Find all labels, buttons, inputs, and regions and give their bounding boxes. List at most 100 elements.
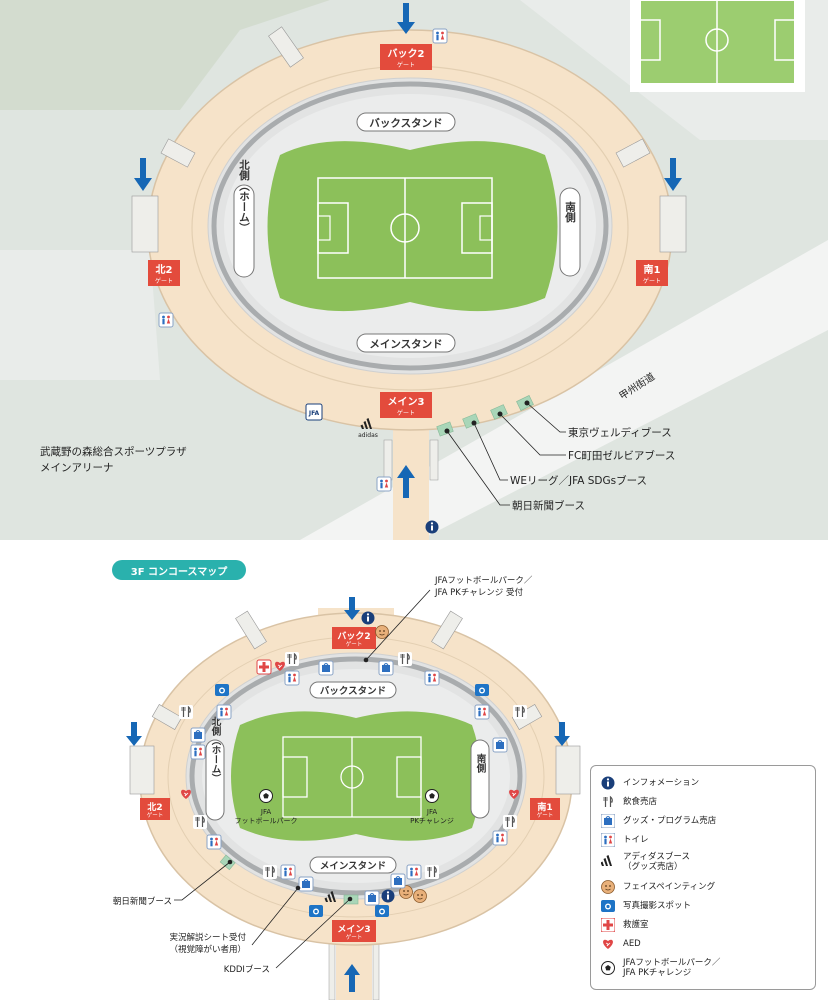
- svg-text:ゲート: ゲート: [147, 811, 164, 819]
- arrow-icon: [126, 722, 142, 746]
- north-stand-label-3f: 北側（ホーム）: [210, 716, 223, 783]
- toilet-icon: [190, 744, 206, 760]
- face-paint-icon: [413, 889, 427, 903]
- svg-text:バック2: バック2: [388, 48, 425, 60]
- toilet-icon: [492, 830, 508, 846]
- toilet-icon: [432, 28, 448, 44]
- green-area: [0, 0, 330, 110]
- callout-commentary-2: （視覚障がい者用）: [169, 944, 246, 955]
- gate-south1-3f[interactable]: 南1 ゲート: [530, 798, 560, 820]
- soccer-ball-icon: [425, 789, 439, 803]
- legend-item: JFAフットボールパーク／ JFA PKチャレンジ: [601, 958, 720, 978]
- legend-item: グッズ・プログラム売店: [601, 814, 716, 828]
- svg-text:ゲート: ゲート: [643, 277, 661, 285]
- gate-south1[interactable]: 南1 ゲート: [636, 260, 668, 286]
- svg-text:バック2: バック2: [337, 631, 370, 642]
- south-stand-label-3f: 南側: [475, 753, 488, 774]
- arrow-icon: [397, 3, 415, 34]
- booth-asahi: 朝日新聞ブース: [512, 499, 585, 512]
- field-park-label-2: フットボールパーク: [235, 817, 298, 825]
- camera-icon: [309, 905, 323, 917]
- info-icon: [361, 611, 375, 625]
- field-park-label-1: JFA: [260, 808, 271, 816]
- gate-main3-3f[interactable]: メイン3 ゲート: [332, 920, 376, 942]
- gate-main3[interactable]: メイン3 ゲート: [380, 392, 432, 418]
- svg-text:南1: 南1: [537, 801, 552, 813]
- legend-item: 救護室: [601, 918, 649, 932]
- goods-icon: [318, 660, 334, 676]
- jfa-icon: JFA: [305, 403, 323, 421]
- toilet-icon: [284, 670, 300, 686]
- first-aid-icon: [601, 918, 615, 932]
- svg-text:ゲート: ゲート: [397, 61, 415, 69]
- svg-text:JFA: JFA: [308, 410, 320, 417]
- svg-text:北2: 北2: [156, 263, 173, 276]
- venue-name-line1: 武蔵野の森総合スポーツプラザ: [40, 445, 187, 458]
- legend-item: AED: [601, 937, 641, 951]
- face-paint-icon: [375, 625, 389, 639]
- goods-icon: [492, 737, 508, 753]
- overview-map: バックスタンド メインスタンド 北側（ホーム） 南側 バック2 ゲート 北2 ゲ…: [0, 0, 828, 540]
- toilet-icon: [424, 670, 440, 686]
- toilet-icon: [216, 704, 232, 720]
- goods-icon: [298, 876, 314, 892]
- svg-text:ゲート: ゲート: [397, 409, 415, 417]
- svg-text:北2: 北2: [147, 801, 162, 813]
- booth-zelvia: FC町田ゼルビアブース: [568, 449, 675, 462]
- goods-icon: [190, 727, 206, 743]
- callout-asahi: 朝日新聞ブース: [113, 896, 172, 907]
- pitch-grass: [267, 141, 558, 312]
- legend-item: 飲食売店: [601, 795, 657, 809]
- aed-icon: [602, 939, 614, 950]
- callout-kddi: KDDIブース: [224, 964, 270, 975]
- food-icon: [262, 864, 278, 880]
- toilet-icon: [280, 864, 296, 880]
- venue-name-line2: メインアリーナ: [40, 462, 114, 474]
- arrow-icon: [134, 158, 152, 191]
- adidas-icon: [601, 855, 612, 866]
- toilet-icon: [406, 864, 422, 880]
- svg-text:南1: 南1: [644, 263, 661, 276]
- camera-icon: [375, 905, 389, 917]
- callout-commentary-1: 実況解説シート受付: [169, 932, 246, 943]
- callout-park-1: JFAフットボールパーク／: [434, 576, 533, 586]
- toilet-icon: [206, 834, 222, 850]
- gate-north2[interactable]: 北2 ゲート: [148, 260, 180, 286]
- toilet-icon: [158, 312, 174, 328]
- info-icon: [381, 889, 395, 903]
- goods-icon: [390, 873, 406, 889]
- back-stand-label: バックスタンド: [369, 118, 442, 130]
- svg-text:ゲート: ゲート: [537, 811, 554, 819]
- svg-text:ゲート: ゲート: [155, 277, 173, 285]
- main-stand-label-3f: メインスタンド: [320, 860, 386, 872]
- arrow-icon: [554, 722, 570, 746]
- info-icon: [425, 520, 439, 534]
- entry-arrows: [134, 3, 682, 498]
- toilet-icon: [474, 704, 490, 720]
- goods-icon: [378, 660, 394, 676]
- booth-leaders: [446, 402, 566, 506]
- gate-back2-3f[interactable]: バック2 ゲート: [332, 627, 376, 649]
- pitch-grass-3f: [231, 711, 481, 841]
- svg-text:メイン3: メイン3: [337, 924, 370, 935]
- food-icon: [192, 814, 208, 830]
- field-pk-label-2: PKチャレンジ: [410, 817, 454, 825]
- food-icon: [502, 814, 518, 830]
- concourse-map: バックスタンド メインスタンド 北側（ホーム） 南側 バック2 ゲート 北2 ゲ…: [113, 576, 581, 1001]
- legend-item: フェイスペインティング: [601, 880, 715, 894]
- callout-park-2: JFA PKチャレンジ 受付: [434, 587, 523, 598]
- food-icon: [512, 704, 528, 720]
- svg-text:ゲート: ゲート: [346, 933, 363, 941]
- entrance-path: [393, 430, 429, 540]
- legend: インフォメーション 飲食売店 グッズ・プログラム売店 トイレ アディダスブース …: [590, 765, 816, 990]
- main-stand-label: メインスタンド: [369, 339, 442, 351]
- svg-text:メイン3: メイン3: [388, 396, 425, 408]
- soccer-ball-icon: [601, 961, 615, 975]
- camera-icon: [215, 684, 229, 696]
- gate-back2[interactable]: バック2 ゲート: [380, 44, 432, 70]
- field-pk-label-1: JFA: [426, 808, 437, 816]
- north-stand-label: 北側（ホーム）: [238, 158, 250, 232]
- legend-item: 写真撮影スポット: [601, 899, 691, 913]
- gate-north2-3f[interactable]: 北2 ゲート: [140, 798, 170, 820]
